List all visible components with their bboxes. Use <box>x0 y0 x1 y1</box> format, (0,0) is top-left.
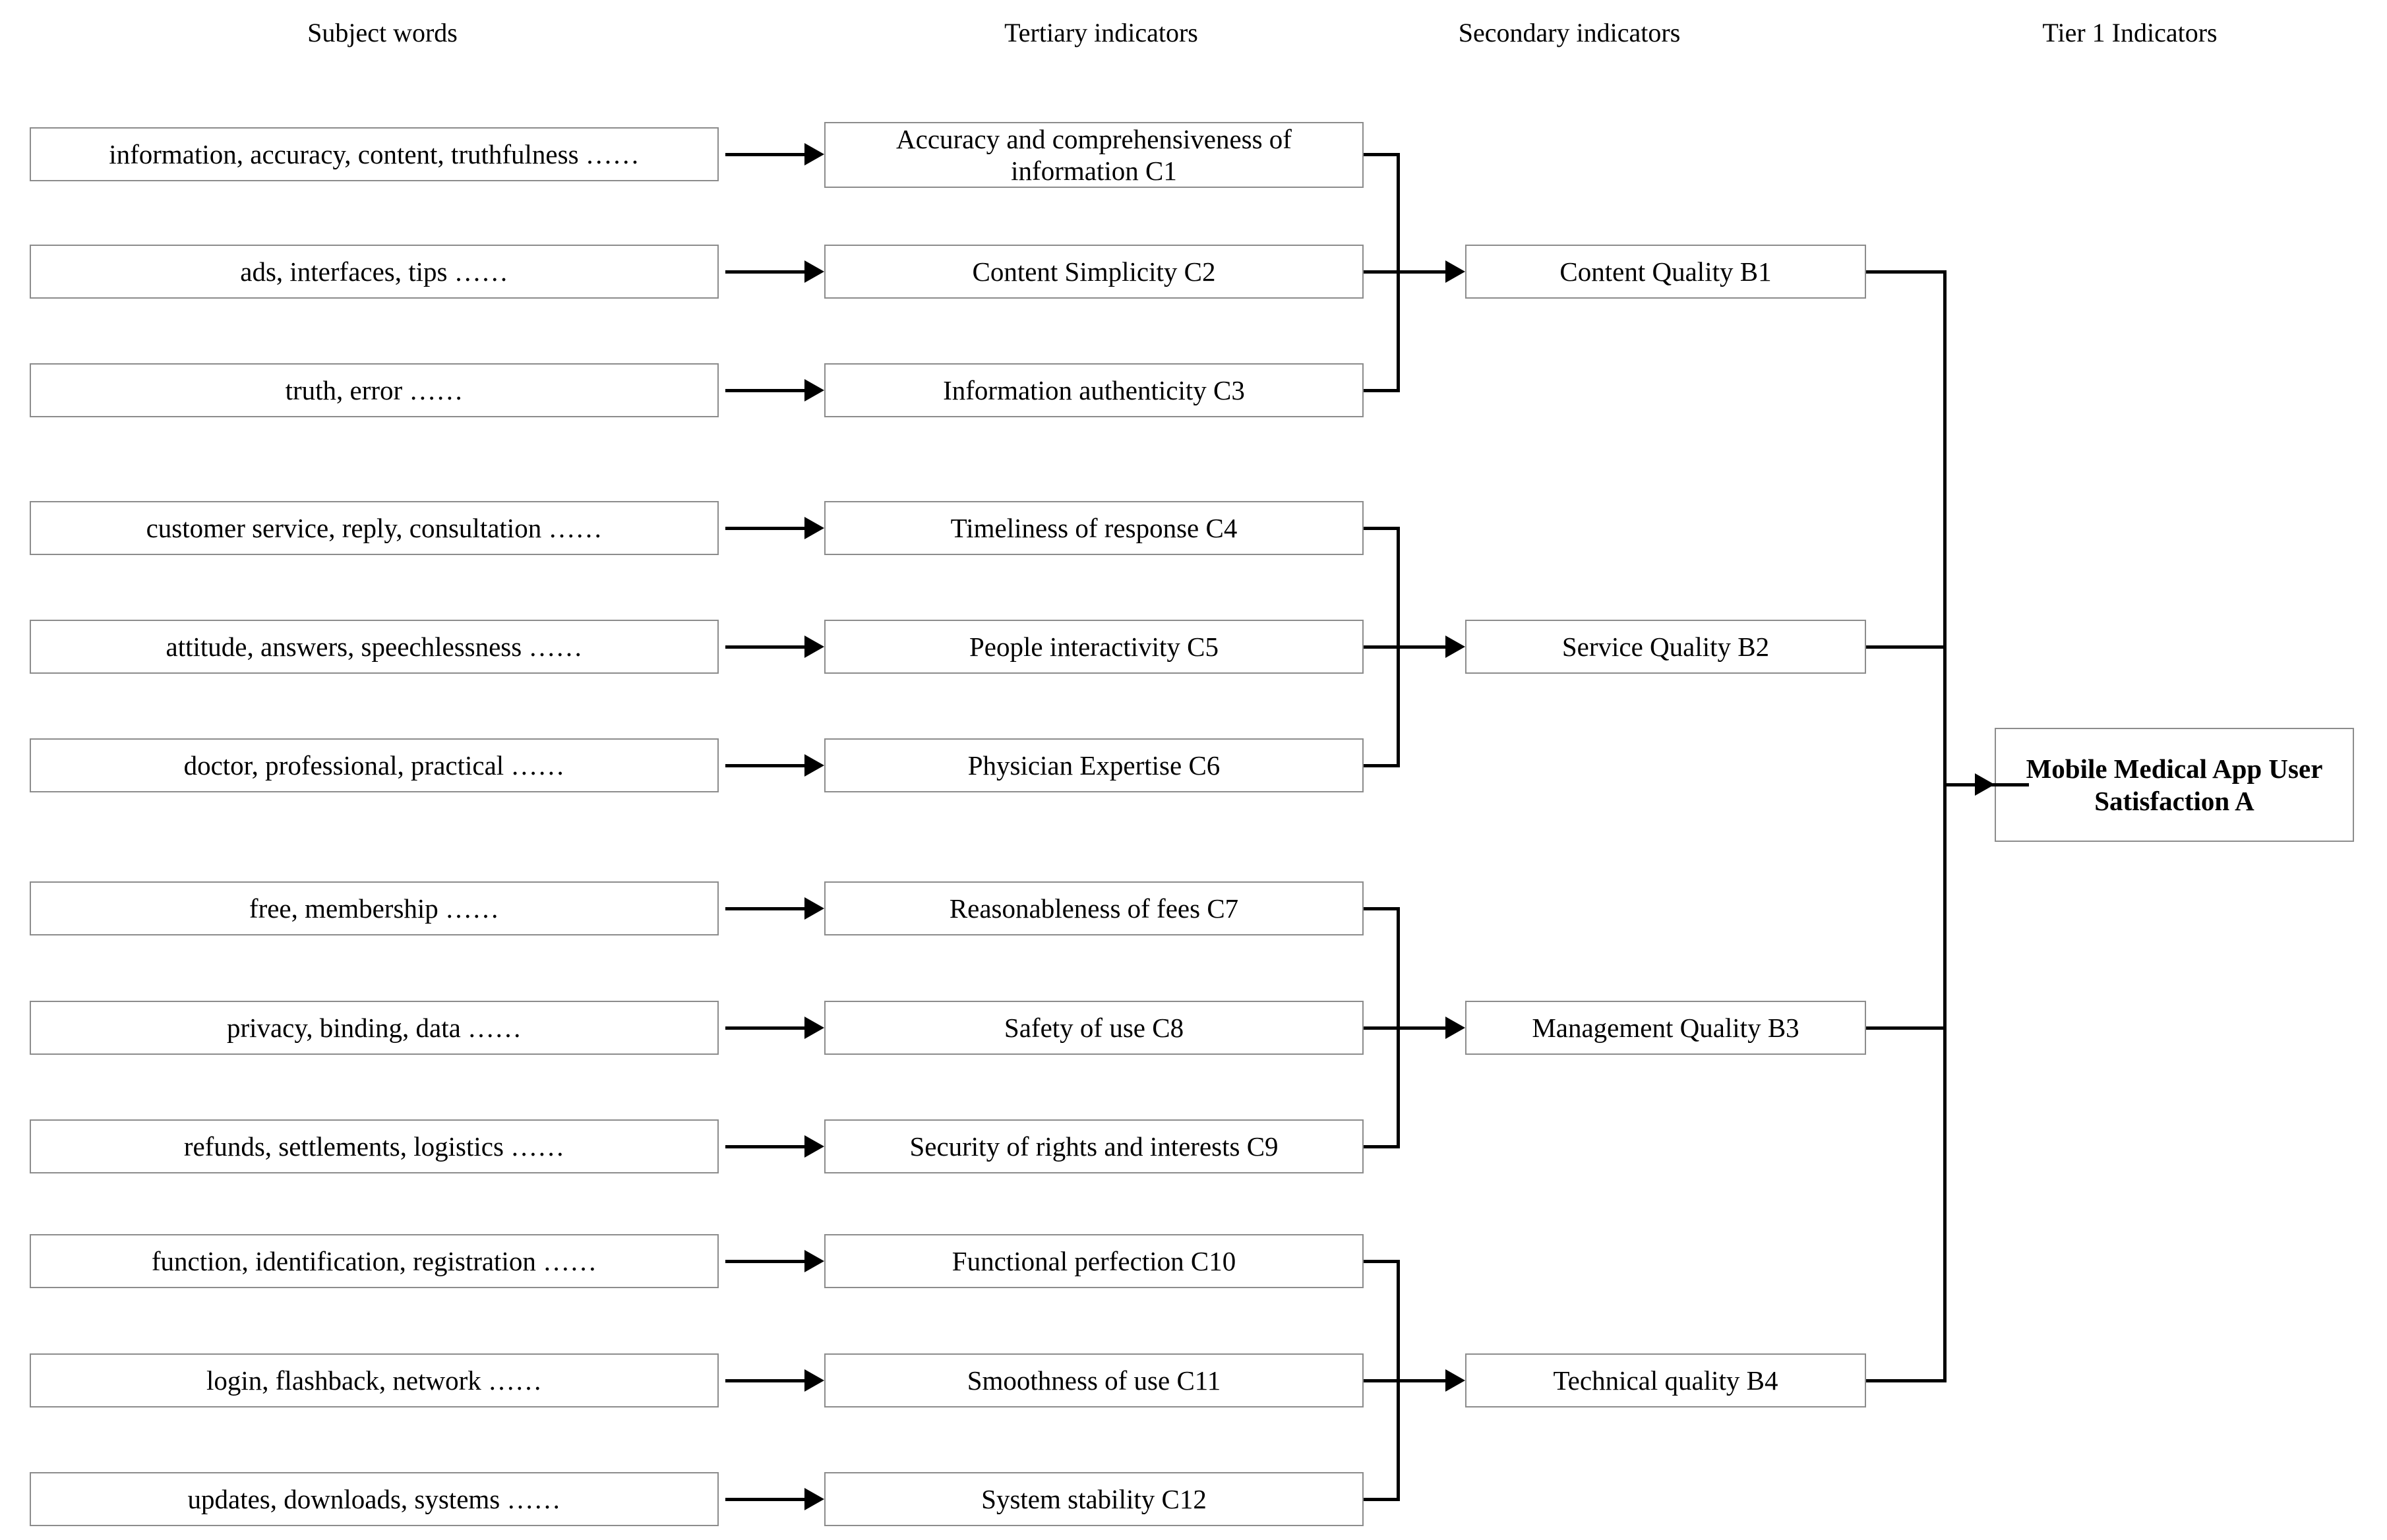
connector-B3-stub <box>1866 1026 1947 1030</box>
arrowhead-sw7-to-C7 <box>804 897 824 920</box>
tier1-indicator-box-A[interactable]: Mobile Medical App User Satisfaction A <box>1995 728 2354 842</box>
connector-sw3-to-C3 <box>725 389 806 392</box>
tertiary-indicator-box-C12[interactable]: System stability C12 <box>824 1472 1364 1526</box>
subject-word-box-2[interactable]: ads, interfaces, tips …… <box>30 245 719 299</box>
tertiary-indicator-box-C8[interactable]: Safety of use C8 <box>824 1001 1364 1055</box>
connector-sw4-to-C4 <box>725 527 806 530</box>
connector-sw9-to-C9 <box>725 1145 806 1148</box>
tertiary-indicator-box-C1[interactable]: Accuracy and comprehensiveness of inform… <box>824 122 1364 188</box>
subject-word-box-7[interactable]: free, membership …… <box>30 881 719 935</box>
subject-word-box-8[interactable]: privacy, binding, data …… <box>30 1001 719 1055</box>
arrowhead-sw11-to-C11 <box>804 1369 824 1392</box>
connector-C11-to-B4 <box>1364 1379 1447 1382</box>
secondary-indicator-box-B2[interactable]: Service Quality B2 <box>1465 620 1866 674</box>
connector-B4-stub <box>1866 1379 1947 1382</box>
secondary-indicator-box-B1[interactable]: Content Quality B1 <box>1465 245 1866 299</box>
tertiary-indicator-box-C10[interactable]: Functional perfection C10 <box>824 1234 1364 1288</box>
column-header-secondary-indicators: Secondary indicators <box>1458 18 1681 47</box>
connector-sw8-to-C8 <box>725 1026 806 1030</box>
connector-sw12-to-C12 <box>725 1498 806 1501</box>
connector-C5-to-B2 <box>1364 645 1447 649</box>
arrowhead-sw12-to-C12 <box>804 1488 824 1510</box>
arrowhead-bus-to-B4 <box>1445 1369 1465 1392</box>
connector-B1-stub <box>1866 270 1947 274</box>
arrowhead-sw6-to-C6 <box>804 754 824 777</box>
connector-C10-stub <box>1364 1260 1400 1263</box>
arrowhead-sw4-to-C4 <box>804 517 824 539</box>
arrowhead-sw3-to-C3 <box>804 379 824 401</box>
arrowhead-sw2-to-C2 <box>804 260 824 283</box>
connector-C12-stub <box>1364 1498 1400 1501</box>
secondary-indicator-box-B4[interactable]: Technical quality B4 <box>1465 1353 1866 1407</box>
connector-C4-stub <box>1364 527 1400 530</box>
arrowhead-sw1-to-C1 <box>804 143 824 165</box>
tertiary-indicator-box-C4[interactable]: Timeliness of response C4 <box>824 501 1364 555</box>
arrowhead-bus-to-B3 <box>1445 1017 1465 1039</box>
connector-C8-to-B3 <box>1364 1026 1447 1030</box>
subject-word-box-10[interactable]: function, identification, registration …… <box>30 1234 719 1288</box>
arrowhead-sw9-to-C9 <box>804 1135 824 1158</box>
secondary-indicator-box-B3[interactable]: Management Quality B3 <box>1465 1001 1866 1055</box>
column-header-tier1-indicators: Tier 1 Indicators <box>2042 18 2218 47</box>
connector-sw1-to-C1 <box>725 153 806 156</box>
bus-vertical-A-group <box>1943 270 1947 1382</box>
connector-C2-to-B1 <box>1364 270 1447 274</box>
tertiary-indicator-box-C11[interactable]: Smoothness of use C11 <box>824 1353 1364 1407</box>
subject-word-box-11[interactable]: login, flashback, network …… <box>30 1353 719 1407</box>
column-header-tertiary-indicators: Tertiary indicators <box>1004 18 1198 47</box>
connector-sw10-to-C10 <box>725 1260 806 1263</box>
connector-C6-stub <box>1364 764 1400 767</box>
tertiary-indicator-box-C7[interactable]: Reasonableness of fees C7 <box>824 881 1364 935</box>
arrowhead-sw5-to-C5 <box>804 636 824 658</box>
subject-word-box-3[interactable]: truth, error …… <box>30 363 719 417</box>
connector-B2-stub <box>1866 645 1947 649</box>
arrowhead-sw10-to-C10 <box>804 1250 824 1272</box>
tertiary-indicator-box-C9[interactable]: Security of rights and interests C9 <box>824 1119 1364 1173</box>
subject-word-box-6[interactable]: doctor, professional, practical …… <box>30 738 719 792</box>
connector-C3-stub <box>1364 389 1400 392</box>
subject-word-box-12[interactable]: updates, downloads, systems …… <box>30 1472 719 1526</box>
subject-word-box-1[interactable]: information, accuracy, content, truthful… <box>30 127 719 181</box>
subject-word-box-5[interactable]: attitude, answers, speechlessness …… <box>30 620 719 674</box>
connector-C1-stub <box>1364 153 1400 156</box>
tertiary-indicator-box-C5[interactable]: People interactivity C5 <box>824 620 1364 674</box>
tertiary-indicator-box-C2[interactable]: Content Simplicity C2 <box>824 245 1364 299</box>
connector-sw7-to-C7 <box>725 907 806 910</box>
arrowhead-bus-to-B1 <box>1445 260 1465 283</box>
tertiary-indicator-box-C3[interactable]: Information authenticity C3 <box>824 363 1364 417</box>
subject-word-box-9[interactable]: refunds, settlements, logistics …… <box>30 1119 719 1173</box>
column-header-subject-words: Subject words <box>307 18 458 47</box>
arrowhead-bus-to-B2 <box>1445 636 1465 658</box>
arrowhead-sw8-to-C8 <box>804 1017 824 1039</box>
connector-sw5-to-C5 <box>725 645 806 649</box>
connector-sw11-to-C11 <box>725 1379 806 1382</box>
connector-sw6-to-C6 <box>725 764 806 767</box>
tertiary-indicator-box-C6[interactable]: Physician Expertise C6 <box>824 738 1364 792</box>
subject-word-box-4[interactable]: customer service, reply, consultation …… <box>30 501 719 555</box>
connector-C9-stub <box>1364 1145 1400 1148</box>
arrowhead-bus-to-A <box>1975 773 1995 796</box>
connector-sw2-to-C2 <box>725 270 806 274</box>
connector-C7-stub <box>1364 907 1400 910</box>
